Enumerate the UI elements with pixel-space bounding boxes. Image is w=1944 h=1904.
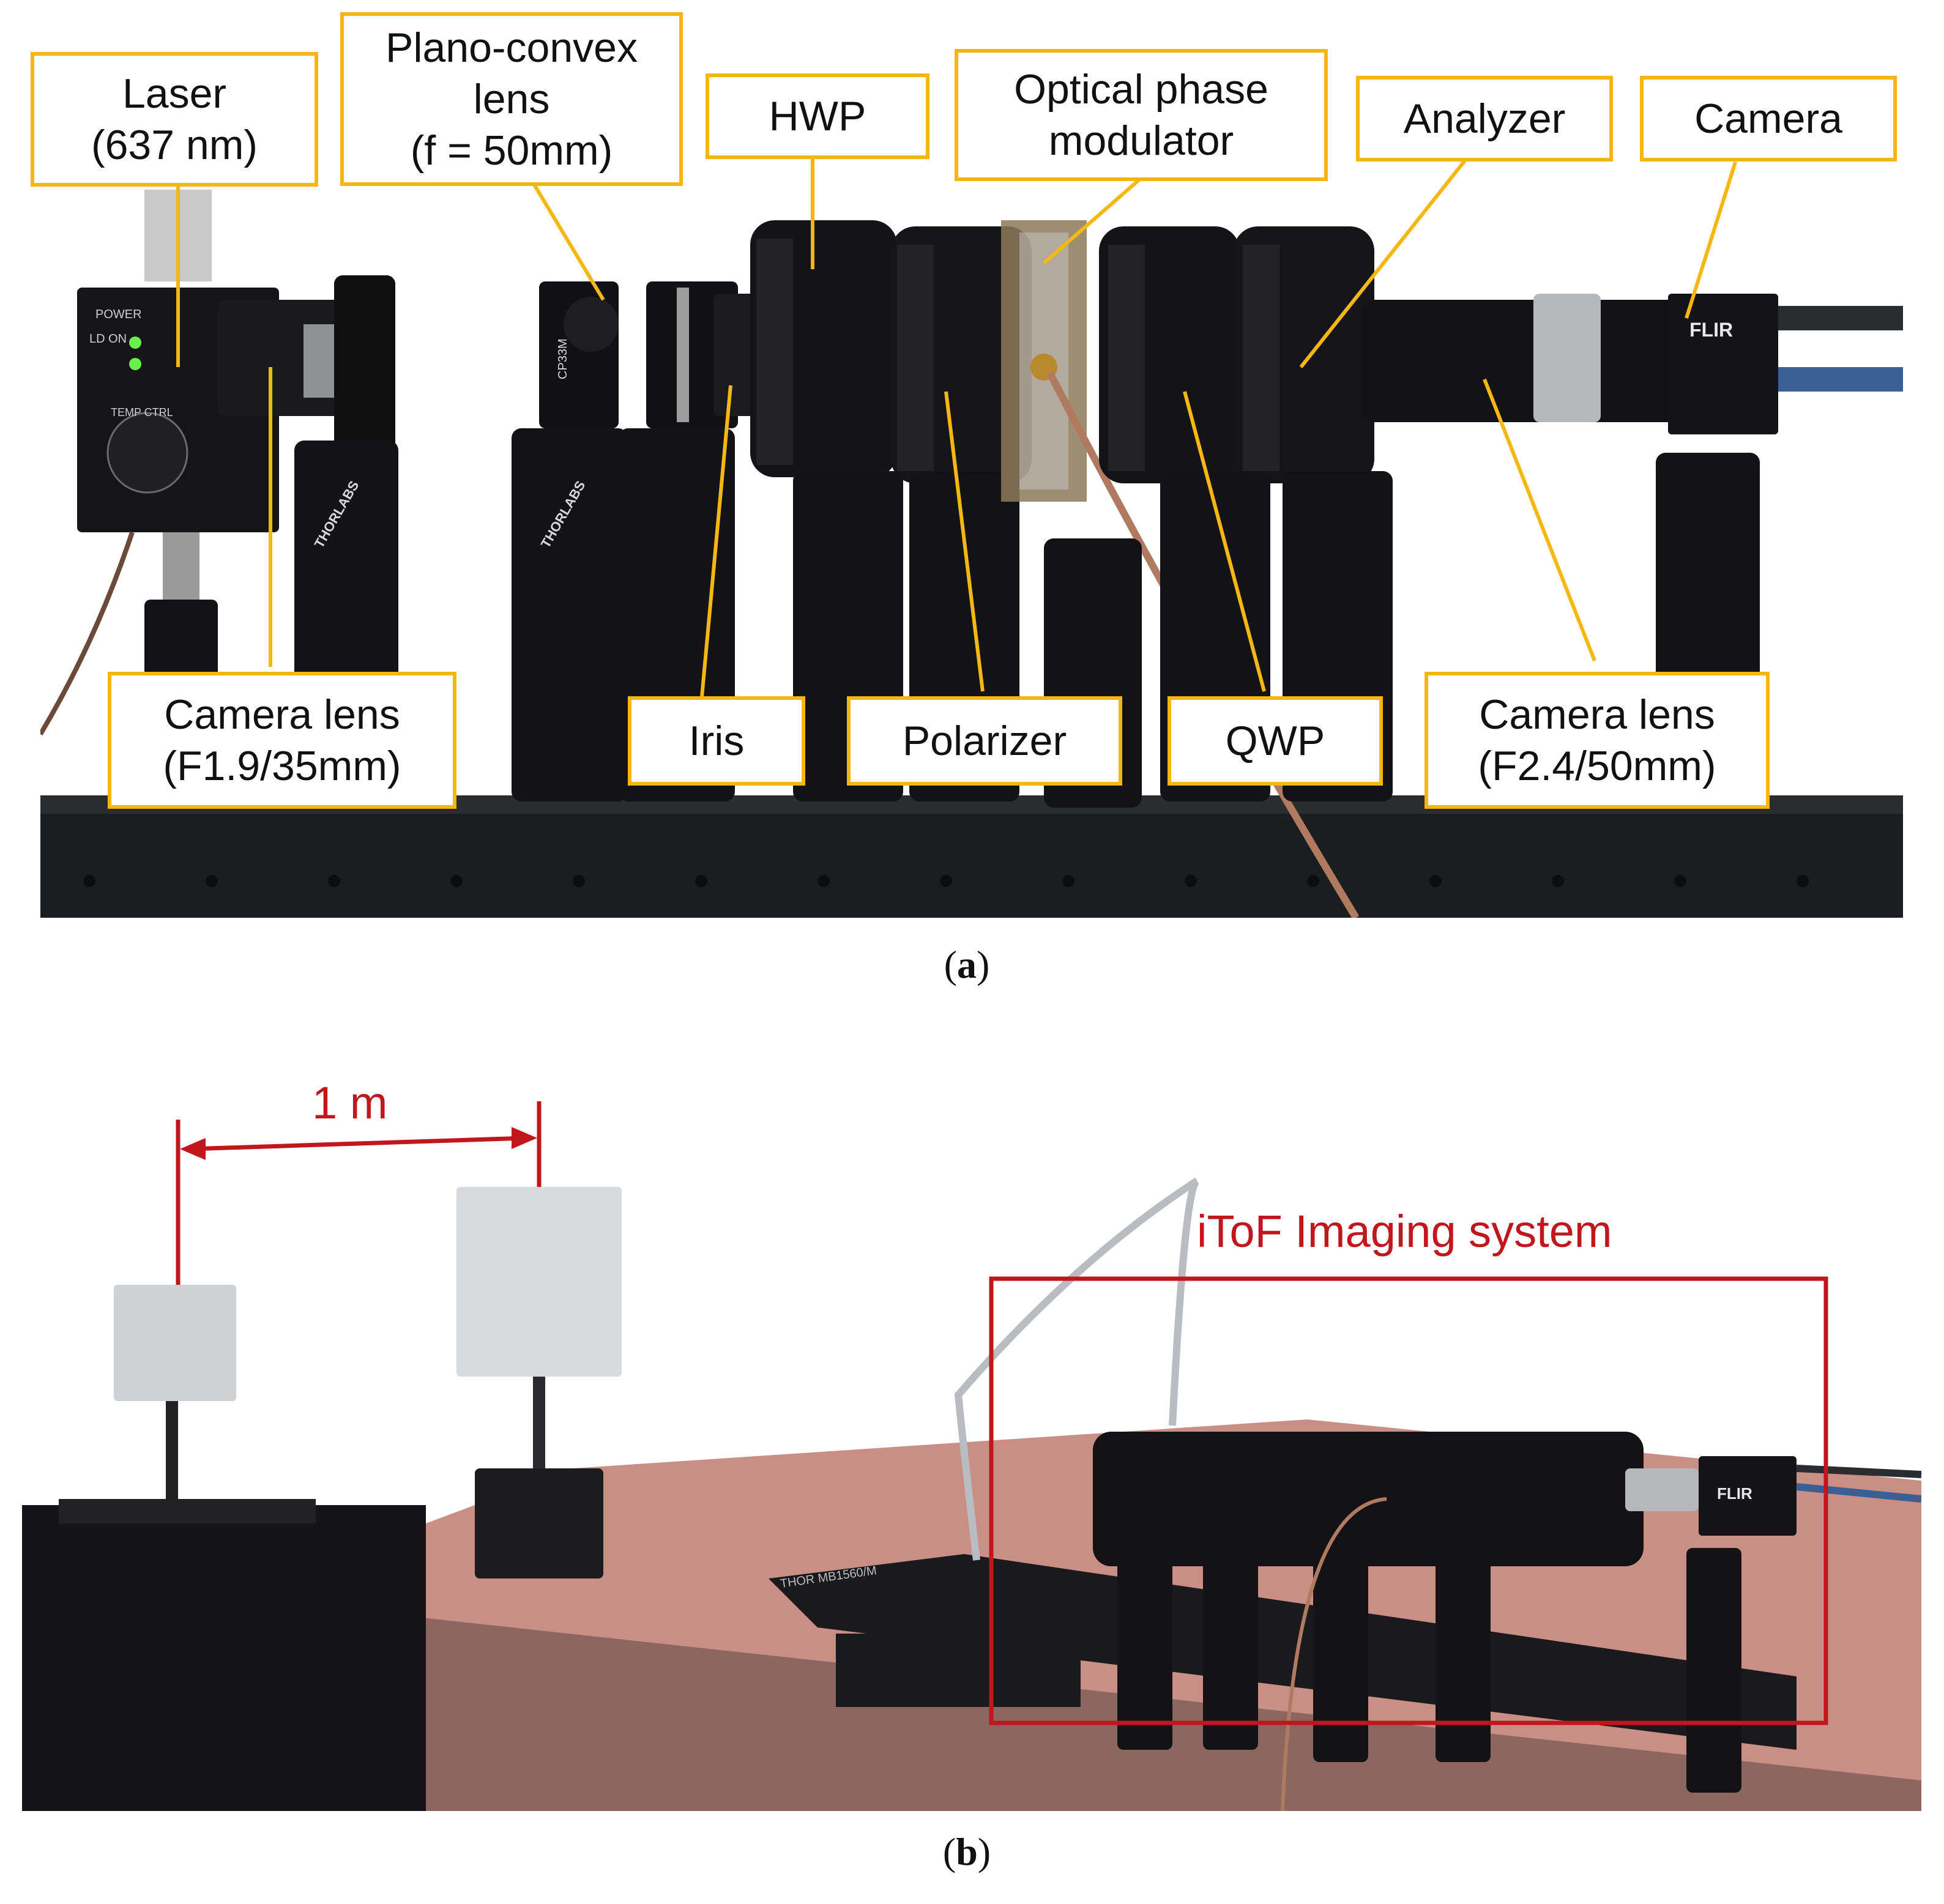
polarizer-scale-ring [897, 245, 934, 471]
callout-qwp: QWP [1168, 696, 1383, 786]
target-panel-far [456, 1187, 622, 1377]
itof-lens-silver-ring [1625, 1468, 1699, 1511]
callout-camera-lens-50mm: Camera lens (F2.4/50mm) [1424, 672, 1770, 809]
led-ld-on-indicator [129, 337, 141, 349]
itof-flir-text: FLIR [1717, 1484, 1752, 1503]
led-power-indicator [129, 358, 141, 370]
breadboard-plate [59, 1499, 316, 1523]
callout-camera: Camera [1640, 76, 1897, 162]
callout-camera-lens-35mm: Camera lens (F1.9/35mm) [108, 672, 456, 809]
imaging-setup-photo: THOR MB1560/M FLIR [22, 1101, 1921, 1811]
panel-b-photo: THOR MB1560/M FLIR [22, 1077, 1921, 1811]
analyzer-scale-ring [1243, 245, 1279, 471]
translation-stage [475, 1468, 603, 1579]
itof-optics-assembly [1093, 1432, 1644, 1566]
target-post-near [166, 1401, 178, 1505]
optical-rail [40, 795, 1903, 918]
arrow-head-left [180, 1138, 206, 1160]
camera-lens-50mm [1362, 300, 1699, 422]
ld-on-text: LD ON [89, 332, 127, 346]
iris-rod [677, 288, 689, 422]
callout-plano-convex-lens: Plano-convex lens (f = 50mm) [340, 12, 683, 186]
post-holder-2 [512, 428, 628, 801]
panel-b-letter: b [956, 1830, 978, 1873]
black-cabinet [22, 1505, 426, 1811]
laser-cable [40, 531, 135, 736]
distance-label: 1 m [312, 1077, 388, 1128]
flir-logo-text: FLIR [1689, 319, 1733, 341]
itof-post-5 [1686, 1548, 1741, 1793]
flir-camera-body [1668, 294, 1778, 434]
panel-b-label: (b) [942, 1830, 991, 1873]
power-text: POWER [95, 308, 142, 321]
itof-post-4 [1436, 1542, 1491, 1762]
callout-leader-lines [176, 153, 1737, 704]
itof-post-3 [1313, 1542, 1368, 1762]
callout-hwp: HWP [706, 73, 929, 159]
panel-a-letter: a [957, 943, 977, 986]
callout-polarizer: Polarizer [847, 696, 1122, 786]
blue-cable [1796, 1483, 1921, 1503]
gray-cable [954, 1177, 1200, 1561]
camera-cable-1 [1778, 306, 1903, 330]
temp-ctrl-text: TEMP CTRL [111, 406, 173, 418]
itof-post-1 [1117, 1517, 1172, 1750]
panel-a-label: (a) [944, 943, 990, 986]
arrow-head-right [512, 1127, 537, 1149]
breadboard-b [836, 1634, 1081, 1707]
itof-system-label: iToF Imaging system [1197, 1206, 1612, 1257]
lens-focus-ring-silver [1533, 294, 1601, 422]
target-panel-near [114, 1285, 236, 1401]
callout-optical-phase-modulator: Optical phase modulator [955, 49, 1328, 181]
optical-bench-photo: POWER LD ON TEMP CTRL THORLABS CP33M THO… [40, 153, 1903, 918]
distance-annotation [176, 1101, 542, 1285]
hwp-scale-ring [756, 239, 793, 465]
rail-holes [83, 875, 1809, 887]
target-post-far [533, 1377, 545, 1481]
qwp-scale-ring [1108, 245, 1145, 471]
callout-laser: Laser (637 nm) [31, 52, 318, 187]
black-cable [1796, 1465, 1921, 1478]
callout-analyzer: Analyzer [1356, 76, 1613, 162]
optical-rail-b [769, 1554, 1797, 1750]
cp33m-text-1: CP33M [556, 338, 570, 379]
itof-flir-camera [1699, 1456, 1797, 1536]
camera-cable-usb [1778, 367, 1903, 392]
temp-control-knob [106, 412, 188, 494]
itof-post-2 [1203, 1530, 1258, 1750]
itof-system-bounding-box [989, 1276, 1828, 1725]
plano-convex-lens [564, 297, 619, 352]
itof-rf-cable [1281, 1497, 1387, 1811]
callout-iris: Iris [628, 696, 805, 786]
lens-mount-plate [334, 275, 395, 459]
